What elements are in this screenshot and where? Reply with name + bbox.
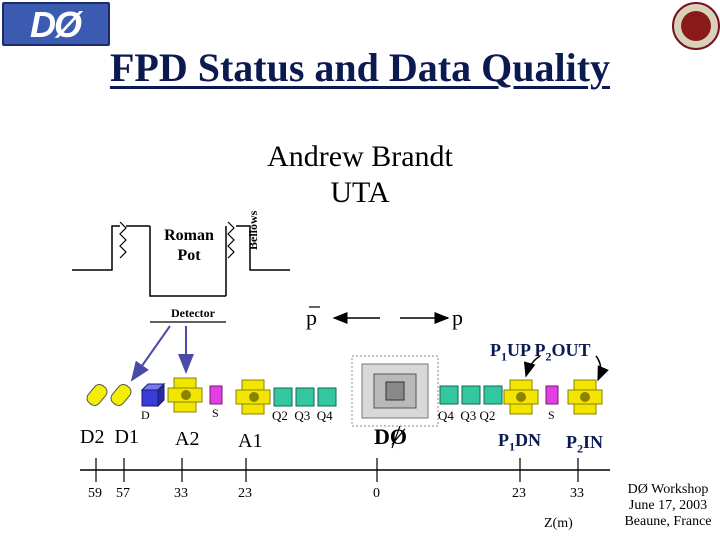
author-name: Andrew Brandt (267, 140, 453, 173)
footer-line2: June 17, 2003 (628, 498, 708, 513)
p1dn-label: P1DN (498, 430, 541, 454)
a2-label: A2 (175, 428, 200, 450)
author-affiliation: UTA (330, 176, 390, 209)
dipole-label: D (141, 408, 150, 422)
dzero-label: DØ (374, 424, 407, 449)
tick-label: 59 (88, 486, 102, 501)
p1up-p2out-label: P1UP P2OUT (490, 340, 591, 364)
tick-label: 23 (238, 486, 252, 501)
quads-left-label: Q2 Q3 Q4 (272, 408, 333, 423)
roman-pot-inset (72, 221, 290, 323)
seal-center (681, 11, 711, 41)
dzero-detector (351, 355, 439, 427)
tick-label: 57 (116, 486, 130, 501)
a1-label: A1 (238, 430, 263, 452)
logo-text: DØ (30, 4, 82, 45)
d2-d1-label: D2 D1 (80, 426, 139, 448)
slide-title-text: FPD Status and Data Quality (109, 45, 611, 90)
detector-label: Detector (171, 306, 215, 320)
quads-left (273, 387, 337, 407)
d2-cylinder (86, 384, 108, 406)
detector-pointer-d (130, 325, 171, 382)
p2in-label: P2IN (566, 432, 604, 456)
dipole-d (140, 382, 166, 408)
tick-label: 33 (174, 486, 188, 501)
quads-right-label: Q4 Q3 Q2 (438, 408, 496, 423)
slide-title: FPD Status and Data Quality (0, 44, 720, 91)
separator-left-label: S (212, 406, 219, 420)
bellows-right-icon (227, 221, 235, 259)
z-axis-label: Z(m) (544, 516, 573, 531)
p1-detector-cross (503, 379, 539, 415)
p2-detector-cross (567, 379, 603, 415)
p1up-pointer-arrow (523, 355, 541, 378)
footer-line1: DØ Workshop (627, 482, 709, 497)
z-axis (80, 458, 610, 482)
a1-detector-cross (235, 379, 271, 415)
tick-label: 33 (570, 486, 584, 501)
tick-label: 0 (373, 486, 380, 501)
roman-pot-label: Roman Pot (164, 227, 214, 264)
d1-cylinder (110, 384, 132, 406)
footer-line3: Beaune, France (624, 514, 712, 529)
separator-right-label: S (548, 408, 555, 422)
p2out-pointer-arrow (595, 355, 609, 382)
bellows-label: Bellows (246, 210, 260, 250)
d0-slash (391, 425, 401, 449)
separator-left (209, 385, 223, 405)
footer-info: DØ Workshop June 17, 2003 Beaune, France (612, 482, 720, 530)
pbar-label: p (306, 305, 317, 330)
dzero-logo: DØ (2, 2, 110, 46)
quads-right (439, 385, 503, 405)
tick-label: 23 (512, 486, 526, 501)
separator-right (545, 385, 559, 405)
proton-label: p (452, 305, 463, 330)
bellows-left-icon (119, 221, 127, 259)
a2-detector-cross (167, 377, 203, 413)
university-seal-logo (672, 2, 720, 50)
